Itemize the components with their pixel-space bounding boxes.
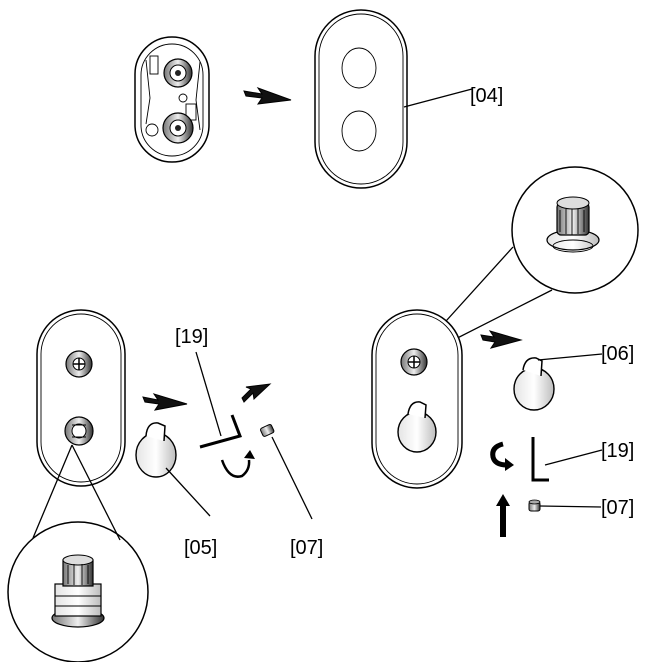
- leader-line-07b: [539, 505, 602, 508]
- valve-body-top: [134, 36, 210, 163]
- rotate-arrow-icon: [490, 441, 514, 471]
- screw-07-left: [260, 423, 275, 437]
- detail-circle-left: [7, 444, 149, 662]
- screw-07-right: [528, 499, 541, 512]
- leader-line-06: [537, 353, 603, 361]
- leader-line-19b: [544, 449, 603, 466]
- cover-plate-right: [371, 309, 463, 489]
- handle-06: [513, 357, 555, 411]
- callout-19b: [19]: [601, 440, 634, 462]
- leader-line-19a: [195, 351, 222, 437]
- hex-key-19-left: [199, 414, 242, 449]
- callout-19a: [19]: [175, 326, 208, 348]
- cover-plate-04: [314, 9, 408, 189]
- leader-line-07a: [271, 436, 313, 520]
- handle-05: [135, 422, 177, 478]
- callout-07b: [07]: [601, 497, 634, 519]
- callout-06: [06]: [601, 343, 634, 365]
- leader-line-05: [165, 467, 211, 517]
- leader-line-04: [403, 88, 473, 108]
- callout-05: [05]: [184, 537, 217, 559]
- arrow-icon: [142, 393, 188, 411]
- cover-plate-left: [36, 309, 126, 487]
- arrow-icon: [480, 330, 523, 349]
- arrow-icon: [243, 87, 292, 105]
- rotate-arrow-icon: [220, 450, 255, 478]
- callout-07a: [07]: [290, 537, 323, 559]
- up-arrow-icon: [496, 494, 510, 537]
- hex-key-19-right: [531, 437, 549, 482]
- arrow-icon: [241, 383, 272, 403]
- callout-04: [04]: [470, 85, 503, 107]
- detail-circle-right: [417, 166, 639, 359]
